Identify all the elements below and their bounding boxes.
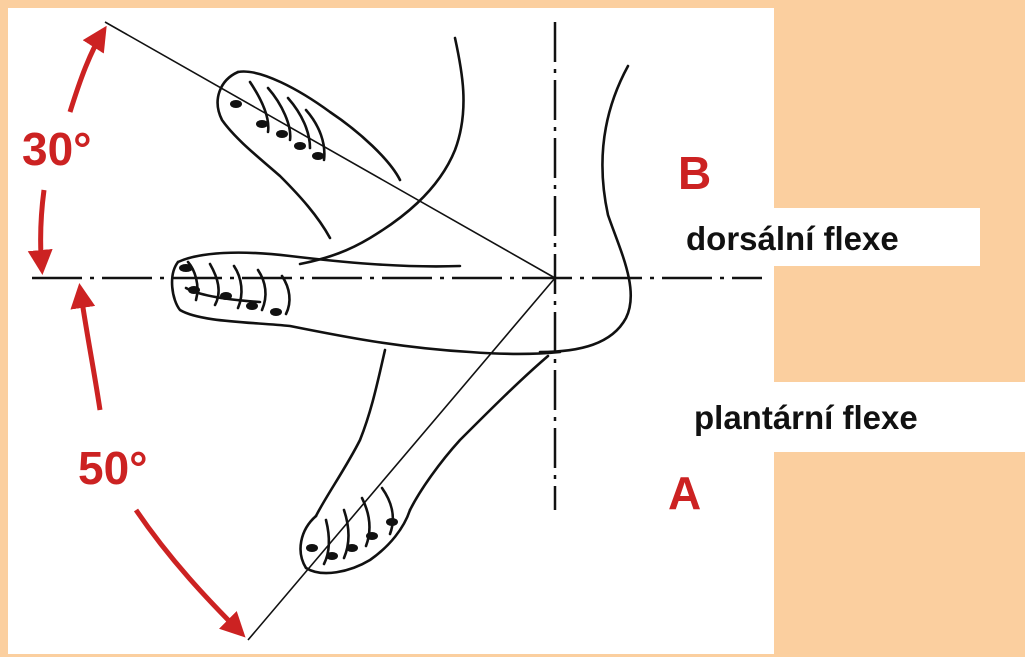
leg-outline: [300, 38, 631, 352]
dorsiflexed-foot: [218, 72, 400, 238]
letter-a-label: A: [668, 470, 701, 516]
dorsal-flexion-line: [105, 22, 555, 278]
dorsiflexed-toenails: [230, 100, 324, 160]
dorsal-flexion-label: dorsální flexe: [686, 222, 899, 255]
neutral-foot: [172, 253, 560, 354]
angle-30-label: 30°: [22, 126, 92, 172]
angle-50-label: 50°: [78, 445, 148, 491]
plantarflexed-toenails: [306, 518, 398, 560]
plantar-flexion-label: plantární flexe: [694, 401, 918, 434]
top-angle-arrow-lower: [41, 190, 44, 270]
letter-b-label: B: [678, 150, 711, 196]
bottom-angle-arrow-lower: [136, 510, 242, 634]
plantarflexed-foot: [301, 350, 548, 573]
plantar-flexion-line: [248, 278, 555, 640]
bottom-angle-arrow-upper: [80, 288, 100, 410]
top-angle-arrow-upper: [70, 30, 104, 112]
